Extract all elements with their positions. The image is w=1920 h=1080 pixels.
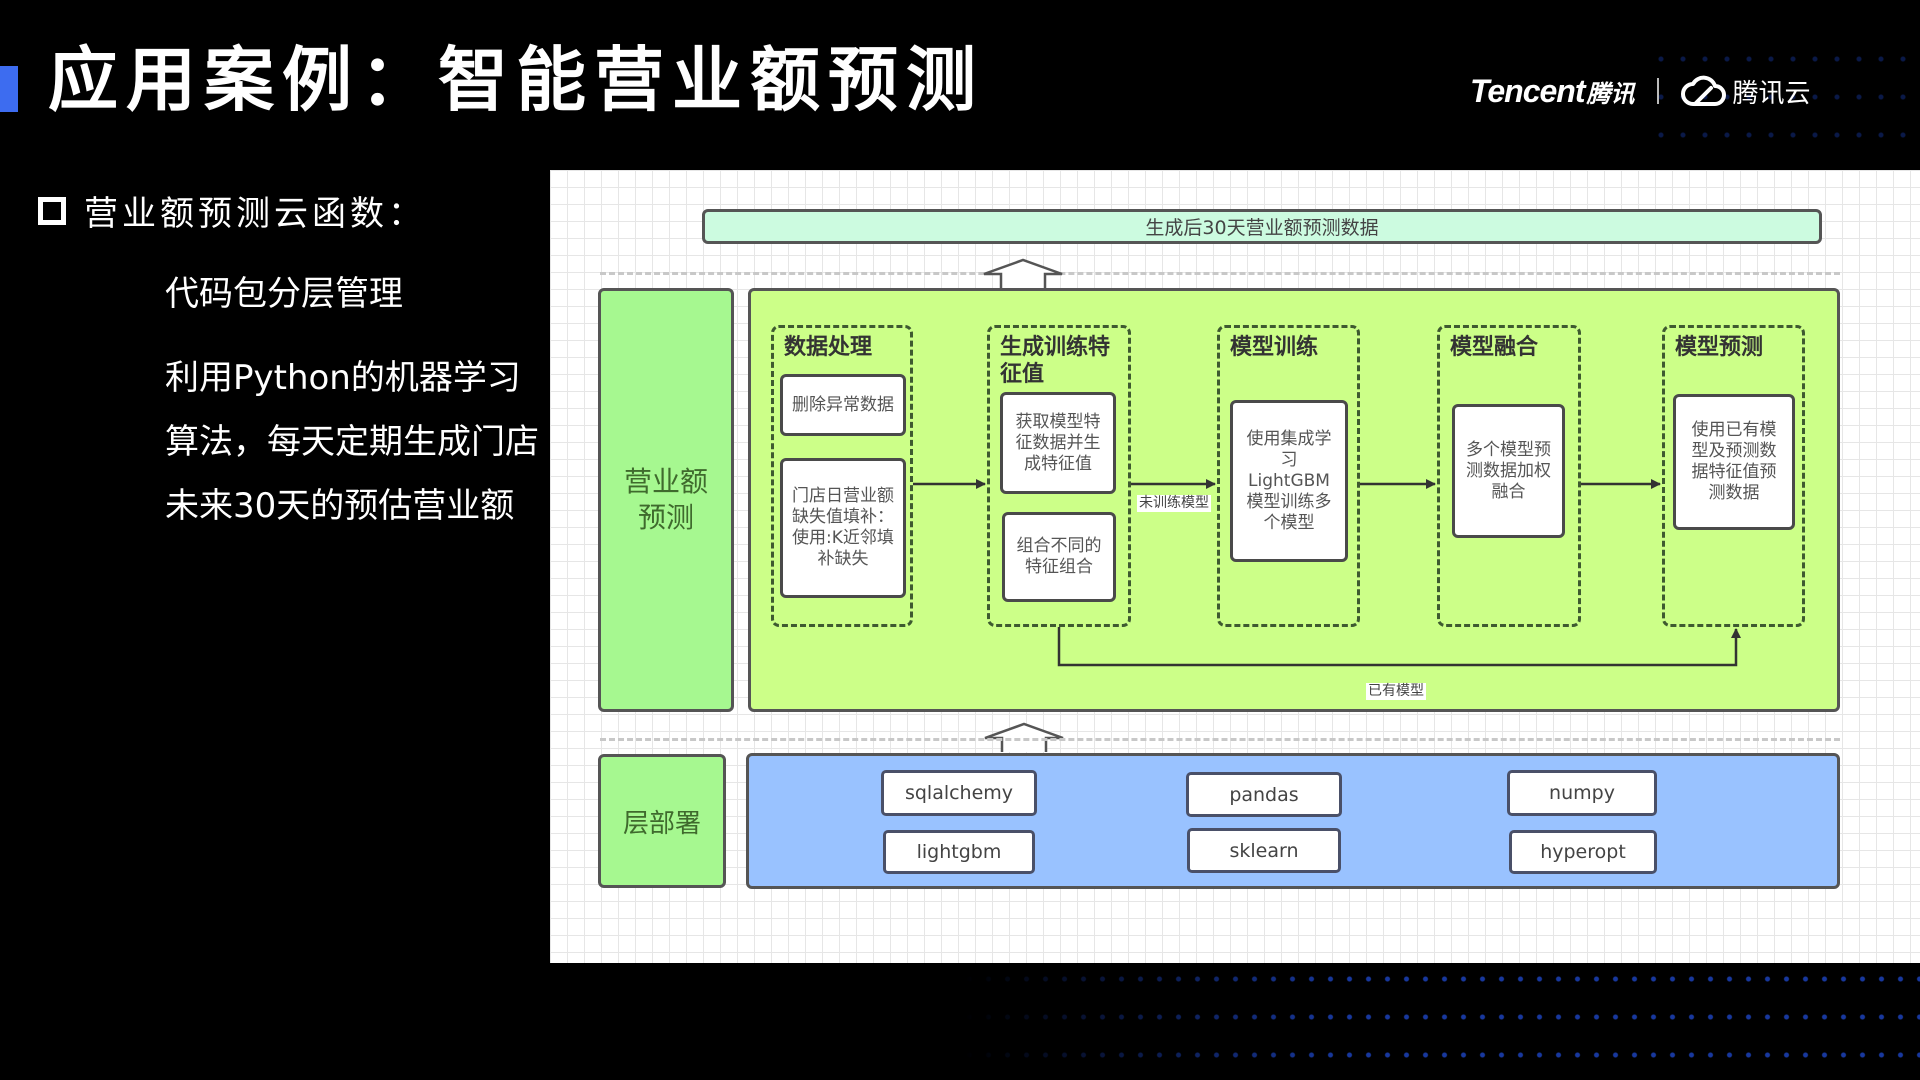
slide-title: 应用案例：智能营业额预测: [48, 39, 984, 121]
library-hyperopt: hyperopt: [1509, 830, 1657, 874]
tencent-logo-cn: 腾讯: [1586, 79, 1635, 108]
stage-model-prediction: 模型预测 使用已有模型及预测数据特征值预测数据: [1662, 325, 1805, 627]
library-lightgbm: lightgbm: [883, 830, 1035, 874]
decorative-dots-bottom: [960, 960, 1920, 1080]
library-sqlalchemy: sqlalchemy: [881, 770, 1037, 816]
stage-data-processing: 数据处理 删除异常数据 门店日营业额缺失值填补：使用:K近邻填补缺失: [771, 325, 913, 627]
stage-model-fusion: 模型融合 多个模型预测数据加权融合: [1437, 325, 1581, 627]
output-bar: 生成后30天营业额预测数据: [702, 209, 1822, 244]
forecast-layer-label: 营业额预测: [623, 465, 708, 534]
flow-arrows: [913, 479, 1741, 667]
library-sklearn: sklearn: [1187, 828, 1341, 873]
stage-title: 模型预测: [1675, 335, 1764, 360]
library-pandas: pandas: [1186, 772, 1342, 817]
forecast-layer-label-box: 营业额预测: [598, 288, 734, 712]
bullet-heading-text: 营业额预测云函数：: [84, 194, 426, 234]
edge-label-existing: 已有模型: [1366, 683, 1426, 700]
process-card: 多个模型预测数据加权融合: [1452, 404, 1565, 538]
process-card: 使用集成学习LightGBM模型训练多个模型: [1230, 400, 1348, 562]
stage-title: 模型融合: [1450, 335, 1539, 360]
brand-logos: Tencent 腾讯 腾讯云: [1470, 66, 1811, 116]
stage-title: 生成训练特征值: [1000, 335, 1111, 387]
bullet-item: 代码包分层管理: [165, 274, 403, 314]
library-numpy: numpy: [1507, 770, 1657, 816]
cloud-icon: [1680, 75, 1726, 106]
process-card: 组合不同的特征组合: [1002, 512, 1116, 602]
square-bullet-icon: [38, 196, 66, 225]
deploy-layer-label-box: 层部署: [598, 754, 726, 888]
bullet-item: 利用Python的机器学习算法，每天定期生成门店未来30天的预估营业额: [165, 358, 539, 526]
output-bar-label: 生成后30天营业额预测数据: [1145, 217, 1379, 239]
tencent-logo-word: Tencent: [1470, 72, 1585, 109]
logo-divider: [1656, 78, 1659, 104]
stage-title: 模型训练: [1230, 335, 1319, 360]
layer-separator: [600, 272, 1840, 275]
process-card: 删除异常数据: [780, 374, 906, 436]
deploy-layer-label: 层部署: [622, 808, 701, 839]
up-arrow-icon: [983, 258, 1063, 288]
deploy-libraries-container: sqlalchemy pandas numpy lightgbm sklearn…: [746, 753, 1840, 889]
process-card: 获取模型特征数据并生成特征值: [1000, 392, 1116, 494]
process-card: 门店日营业额缺失值填补：使用:K近邻填补缺失: [780, 458, 906, 598]
pipeline-container: 数据处理 删除异常数据 门店日营业额缺失值填补：使用:K近邻填补缺失 生成训练特…: [748, 288, 1840, 712]
stage-title: 数据处理: [784, 335, 873, 360]
stage-model-training: 模型训练 使用集成学习LightGBM模型训练多个模型: [1217, 325, 1360, 627]
tencent-cloud-logo-cn: 腾讯云: [1732, 78, 1811, 109]
bullet-heading: 营业额预测云函数：: [38, 186, 426, 235]
edge-label-untrained: 未训练模型: [1137, 495, 1211, 512]
architecture-diagram: 生成后30天营业额预测数据 营业额预测 数据处理 删除异常数据 门店日营业额缺失…: [550, 170, 1920, 963]
decorative-dots-top: [1650, 40, 1920, 160]
stage-feature-generation: 生成训练特征值 获取模型特征数据并生成特征值 组合不同的特征组合: [987, 325, 1131, 627]
process-card: 使用已有模型及预测数据特征值预测数据: [1673, 394, 1795, 530]
layer-separator: [600, 738, 1840, 741]
arrow-existing-model: [1057, 627, 1741, 667]
title-accent-bar: [0, 66, 18, 112]
